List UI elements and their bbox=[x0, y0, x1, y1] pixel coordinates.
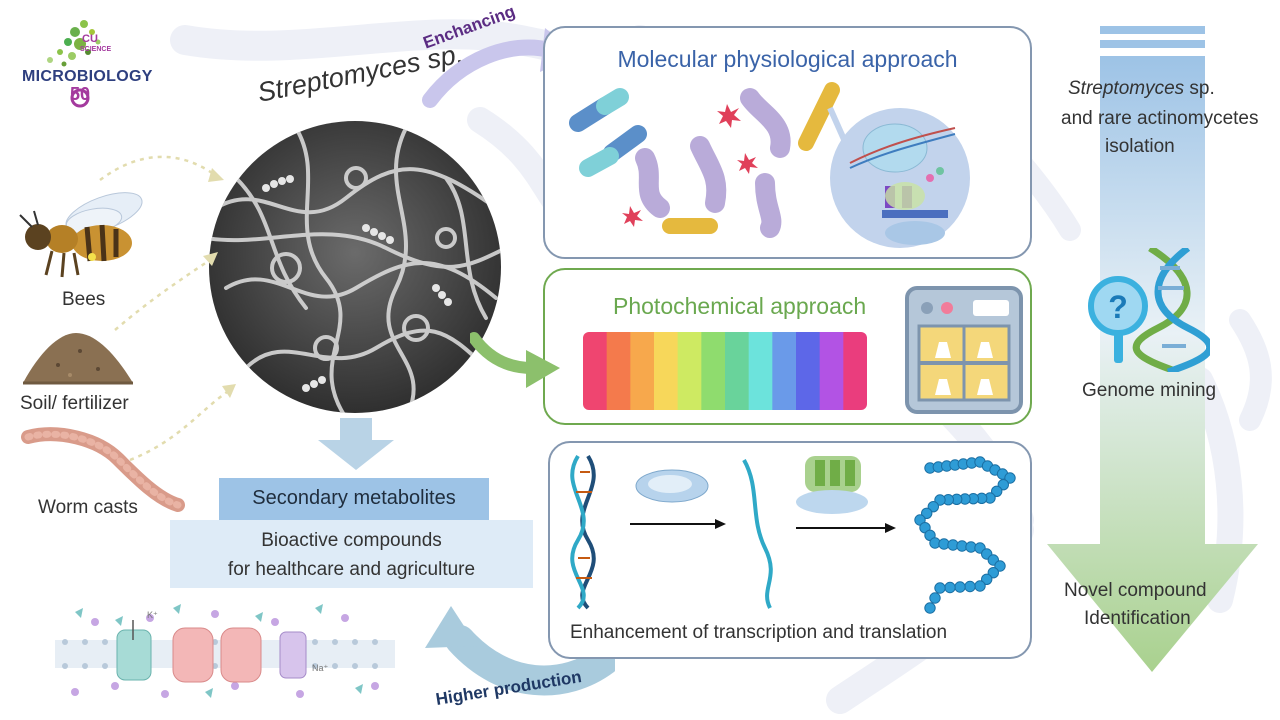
soil-icon bbox=[23, 333, 133, 385]
source-bees-label: Bees bbox=[62, 289, 106, 310]
bacteria-illustration bbox=[569, 82, 970, 248]
spectrum-band bbox=[630, 332, 655, 410]
logo-science: SCIENCE bbox=[80, 46, 112, 53]
photochemical-approach-panel: Photochemical approach bbox=[543, 268, 1032, 425]
amino-acid-bead bbox=[964, 580, 976, 593]
logo-dots-icon bbox=[47, 20, 101, 108]
amino-acid-bead bbox=[934, 494, 946, 506]
photochemical-approach-title: Photochemical approach bbox=[613, 293, 867, 319]
spectrum-band bbox=[701, 332, 726, 410]
genome-mining-icon: ? bbox=[1088, 248, 1210, 372]
bioactive-line1: Bioactive compounds bbox=[261, 530, 442, 551]
transcription-translation-panel: Enhancement of transcription and transla… bbox=[548, 441, 1032, 659]
amino-acid-bead bbox=[994, 560, 1006, 572]
streptomyces-sem-image bbox=[209, 121, 501, 413]
spectrum-band bbox=[654, 332, 679, 410]
transcription-translation-title: Enhancement of transcription and transla… bbox=[570, 622, 948, 643]
spectrum-band bbox=[677, 332, 702, 410]
bee-icon bbox=[19, 192, 143, 278]
down-arrow bbox=[318, 418, 394, 470]
isolation-line2: and rare actinomycetes bbox=[1061, 108, 1259, 129]
bioactive-line2: for healthcare and agriculture bbox=[227, 559, 476, 580]
worm-icon bbox=[21, 427, 185, 512]
isolation-line1: Streptomyces sp. bbox=[1068, 78, 1215, 100]
higher-production-arrow bbox=[425, 606, 615, 696]
genome-mining-label: Genome mining bbox=[1082, 380, 1217, 401]
light-spectrum-bar bbox=[583, 332, 867, 410]
bioactive-compounds-box: Bioactive compounds for healthcare and a… bbox=[170, 520, 533, 588]
source-dotted-arrows bbox=[99, 155, 236, 462]
novel-compound-line2: Identification bbox=[1084, 608, 1191, 629]
spectrum-band bbox=[748, 332, 773, 410]
source-soil-label: Soil/ fertilizer bbox=[20, 393, 129, 414]
source-worm-label: Worm casts bbox=[38, 497, 138, 518]
spectrum-band bbox=[606, 332, 631, 410]
amino-acid-bead bbox=[921, 507, 933, 520]
amino-acid-bead bbox=[974, 580, 986, 592]
isolation-species-name: Streptomyces bbox=[1068, 78, 1185, 99]
photochemical-arrow bbox=[470, 332, 560, 388]
amino-acid-bead bbox=[944, 581, 956, 594]
amino-acid-bead bbox=[981, 573, 993, 586]
amino-acid-bead bbox=[924, 602, 936, 614]
incubator-icon bbox=[905, 286, 1023, 414]
logo-anniversary: 50 bbox=[70, 84, 91, 104]
isolation-line3: isolation bbox=[1105, 136, 1175, 157]
polypeptide-chain-icon bbox=[914, 456, 1016, 614]
sodium-label: Na⁺ bbox=[312, 663, 329, 673]
logo-wordmark: MICROBIOLOGY bbox=[22, 68, 153, 85]
spectrum-band bbox=[583, 332, 608, 410]
amino-acid-bead bbox=[954, 581, 966, 593]
amino-acid-bead bbox=[991, 485, 1003, 497]
membrane-channels-illustration bbox=[55, 604, 395, 698]
spectrum-band bbox=[796, 332, 821, 410]
secondary-metabolites-box: Secondary metabolites bbox=[219, 478, 489, 520]
amino-acid-bead bbox=[934, 582, 946, 594]
cu-microbiology-logo: CU SCIENCE MICROBIOLOGY 50 bbox=[20, 10, 170, 115]
spectrum-band bbox=[819, 332, 844, 410]
novel-compound-line1: Novel compound bbox=[1064, 580, 1207, 601]
spectrum-band bbox=[843, 332, 867, 410]
svg-text:?: ? bbox=[1108, 289, 1128, 325]
amino-acid-bead bbox=[929, 592, 941, 604]
isolation-species-suffix: sp. bbox=[1184, 78, 1215, 99]
spectrum-band bbox=[772, 332, 797, 410]
secondary-metabolites-title: Secondary metabolites bbox=[252, 487, 456, 509]
potassium-label: K⁺ bbox=[147, 610, 158, 620]
molecular-approach-panel: Molecular physiological approach bbox=[543, 26, 1032, 259]
molecular-approach-title: Molecular physiological approach bbox=[617, 46, 958, 72]
logo-cu: CU bbox=[82, 33, 98, 45]
amino-acid-bead bbox=[1004, 472, 1016, 484]
spectrum-band bbox=[725, 332, 750, 410]
transcription-translation-illustration bbox=[570, 454, 1016, 614]
